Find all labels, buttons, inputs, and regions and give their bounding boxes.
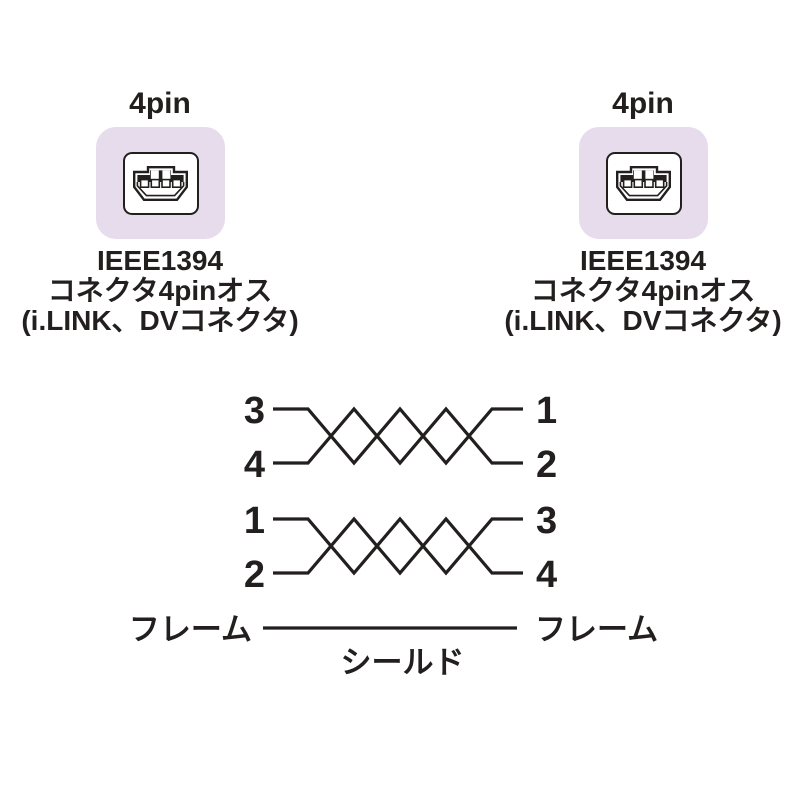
pair1-wire-b xyxy=(273,406,523,466)
left-connector-caption-line1: IEEE1394 xyxy=(96,245,224,276)
pair2-wire-b xyxy=(273,516,523,576)
right-connector-caption-line3: (i.LINK、DVコネクタ) xyxy=(504,305,782,336)
right-connector-port xyxy=(605,151,682,215)
frame-ground-label-left: フレーム xyxy=(128,612,252,647)
pair2-wire-a xyxy=(273,516,523,576)
pin-number-label: 3 xyxy=(536,500,558,542)
pin-number-label: 4 xyxy=(536,554,558,596)
left-connector-caption-line2: コネクタ4pinオス xyxy=(47,275,273,306)
left-connector-pin-count: 4pin xyxy=(129,87,191,120)
pin-number-label: 3 xyxy=(243,390,265,432)
pin-number-label: 1 xyxy=(536,390,558,432)
right-connector-caption: IEEE1394 コネクタ4pinオス (i.LINK、DVコネクタ) xyxy=(493,246,793,336)
left-connector-caption: IEEE1394 コネクタ4pinオス (i.LINK、DVコネクタ) xyxy=(10,246,310,336)
firewire-4pin-connector-icon xyxy=(616,165,671,201)
shield-label: シールド xyxy=(340,645,465,680)
pin-number-label: 2 xyxy=(243,554,265,596)
pin-number-label: 2 xyxy=(536,444,558,486)
left-connector-port xyxy=(122,151,199,215)
pin-number-label: 1 xyxy=(243,500,265,542)
right-connector-pin-count: 4pin xyxy=(612,87,674,120)
right-connector-caption-line2: コネクタ4pinオス xyxy=(530,275,756,306)
left-connector-caption-line3: (i.LINK、DVコネクタ) xyxy=(21,305,299,336)
firewire-4pin-connector-icon xyxy=(133,165,188,201)
left-connector-tile xyxy=(96,127,225,239)
right-connector-caption-line1: IEEE1394 xyxy=(579,245,707,276)
pin-number-label: 4 xyxy=(243,444,265,486)
pair1-wire-a xyxy=(273,406,523,466)
frame-ground-label-right: フレーム xyxy=(535,612,659,647)
right-connector-tile xyxy=(579,127,708,239)
